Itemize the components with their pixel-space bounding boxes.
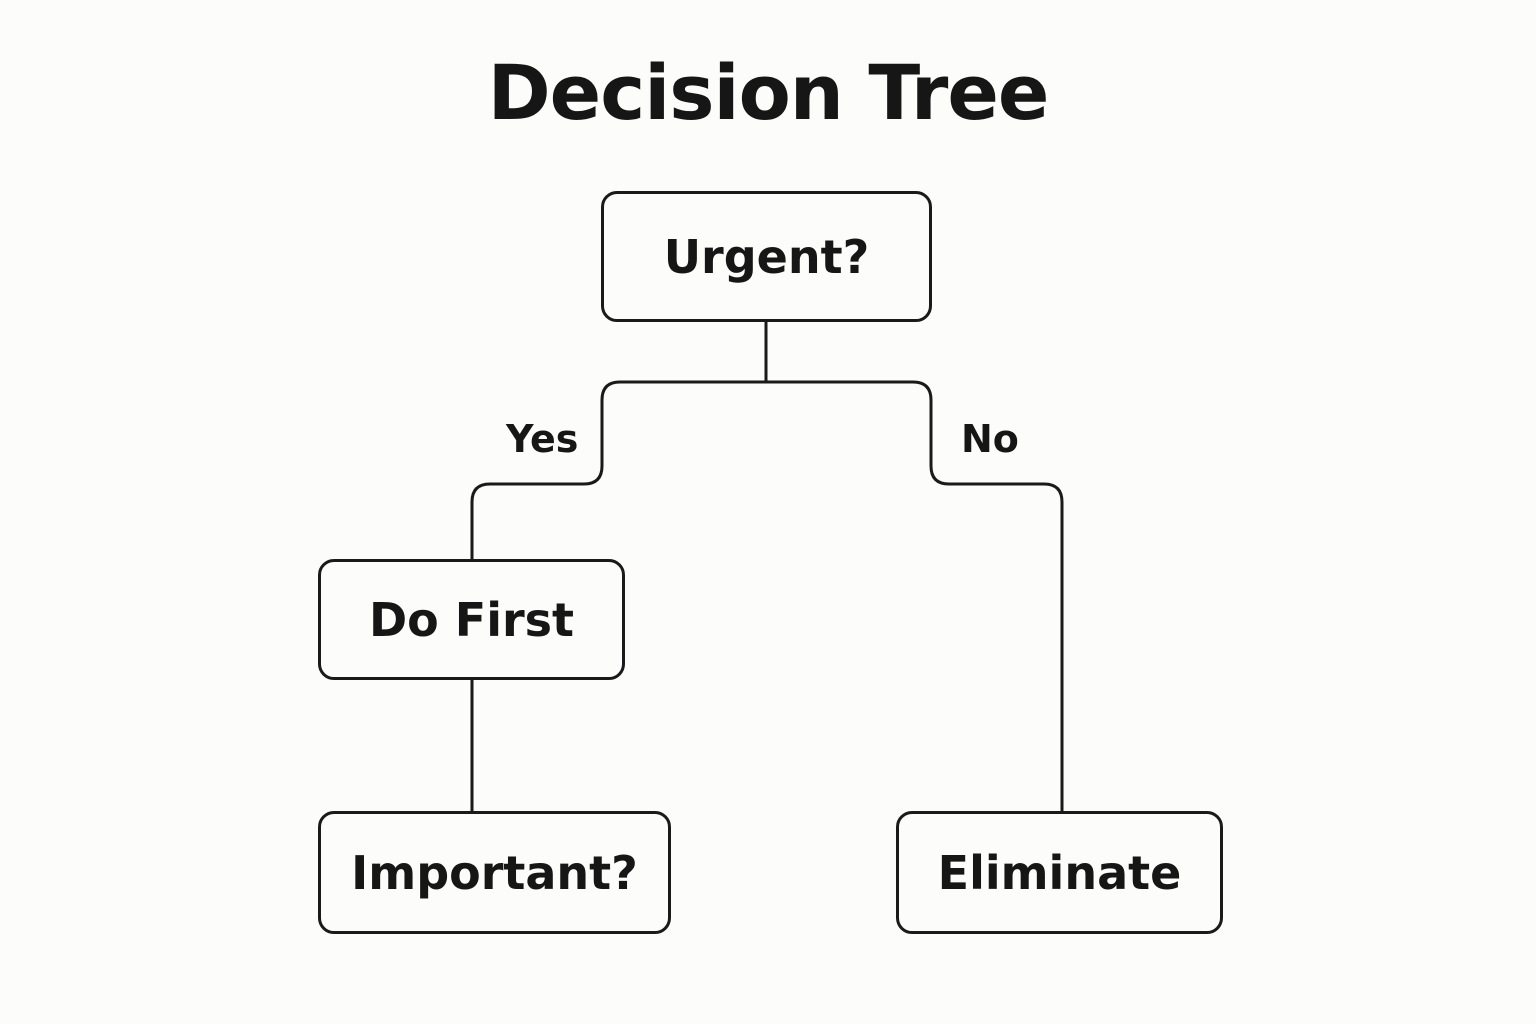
edge-label-no: No — [961, 417, 1019, 461]
connector-yes-branch — [470, 380, 768, 561]
node-urgent-label: Urgent? — [663, 229, 870, 284]
node-do-first: Do First — [318, 559, 625, 680]
node-eliminate: Eliminate — [896, 811, 1223, 934]
node-eliminate-label: Eliminate — [937, 845, 1182, 900]
connector-no-branch — [764, 380, 1064, 813]
diagram-title: Decision Tree — [487, 48, 1050, 137]
edge-label-yes: Yes — [506, 417, 579, 461]
node-do-first-label: Do First — [368, 592, 575, 647]
node-important-label: Important? — [351, 845, 638, 900]
node-important: Important? — [318, 811, 671, 934]
node-urgent: Urgent? — [601, 191, 932, 322]
